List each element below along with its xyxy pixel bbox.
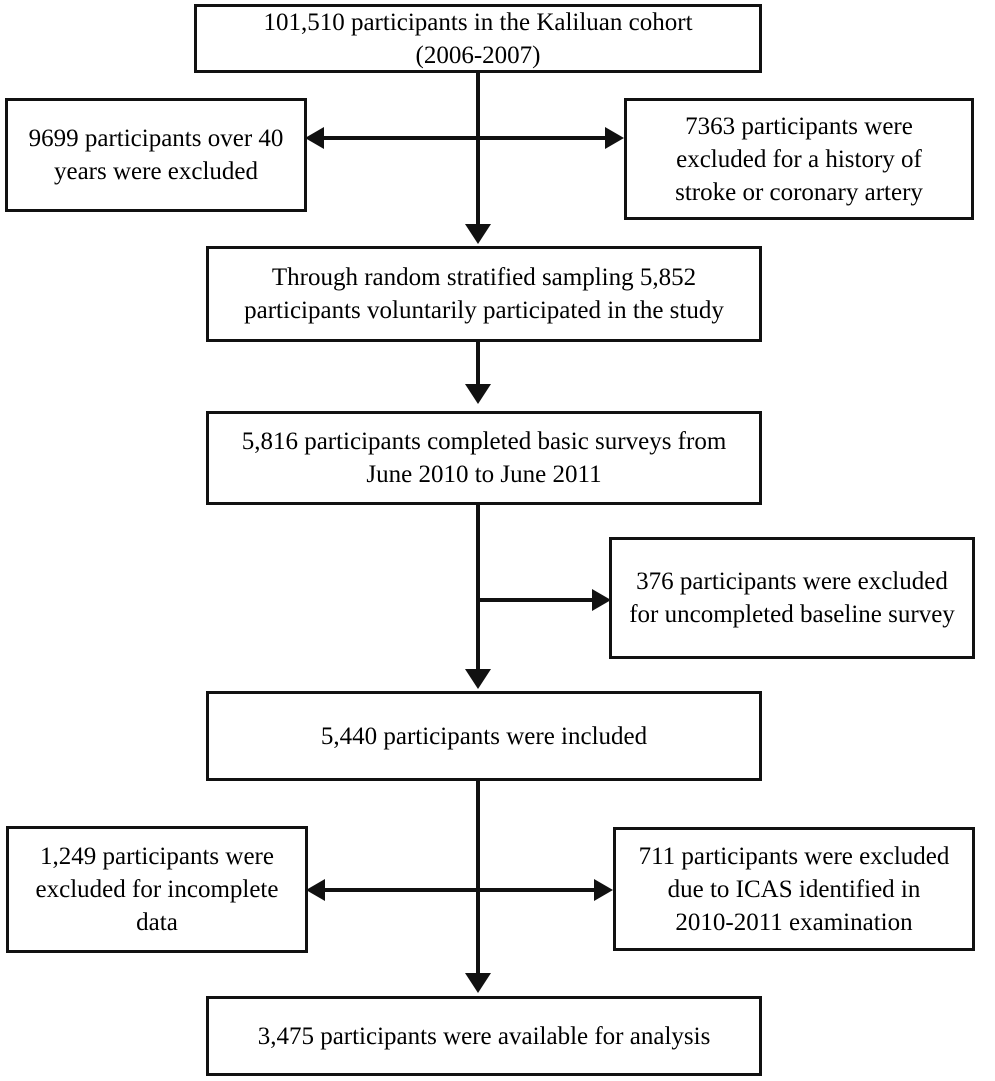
arrowhead-right-exclusions-row-2 bbox=[594, 879, 613, 901]
connector-basic-surveys-to-included bbox=[476, 505, 480, 673]
arrowhead-branch-to-excluded-baseline bbox=[592, 589, 611, 611]
arrowhead-left-exclusions-row-1 bbox=[305, 127, 324, 149]
connector-cohort-to-sampled bbox=[476, 73, 480, 228]
connector-exclusions-row-1 bbox=[316, 136, 616, 140]
node-excluded-history-line-1: 7363 participants were bbox=[685, 112, 913, 140]
node-cohort-line-1: 101,510 participants in the Kaliluan coh… bbox=[263, 8, 693, 36]
node-excluded-age-line-2: years were excluded bbox=[53, 158, 259, 185]
node-excluded-icas-line-1: 711 participants were excluded bbox=[638, 842, 950, 870]
arrowhead-left-exclusions-row-2 bbox=[306, 879, 325, 901]
node-excluded-baseline-line-2: for uncompleted baseline survey bbox=[629, 601, 955, 628]
node-excluded-history-line-3: stroke or coronary artery bbox=[675, 178, 923, 206]
node-excluded-icas: 711 participants were excluded due to IC… bbox=[613, 827, 975, 951]
node-analysis-line-1: 3,475 participants were available for an… bbox=[257, 1022, 711, 1050]
node-excluded-baseline: 376 participants were excluded for uncom… bbox=[609, 537, 975, 659]
node-sampled: Through random stratified sampling 5,852… bbox=[206, 246, 762, 342]
node-excluded-age-line-1: 9699 participants over 40 bbox=[28, 125, 284, 152]
connector-included-to-analysis bbox=[476, 781, 480, 977]
connector-exclusions-row-2 bbox=[317, 888, 605, 892]
node-included: 5,440 participants were included bbox=[206, 691, 762, 781]
node-analysis: 3,475 participants were available for an… bbox=[206, 996, 762, 1076]
node-excluded-history-line-2: excluded for a history of bbox=[676, 145, 922, 173]
connector-branch-to-excluded-baseline bbox=[478, 598, 600, 602]
node-excluded-history: 7363 participants were excluded for a hi… bbox=[624, 98, 974, 220]
node-excluded-icas-line-3: 2010-2011 examination bbox=[675, 908, 913, 936]
node-included-line-1: 5,440 participants were included bbox=[320, 722, 648, 750]
node-excluded-baseline-line-1: 376 participants were excluded bbox=[636, 568, 948, 595]
node-excluded-incomplete-line-1: 1,249 participants were bbox=[40, 843, 274, 870]
node-excluded-icas-line-2: due to ICAS identified in bbox=[667, 875, 921, 903]
arrowhead-cohort-to-sampled bbox=[465, 224, 491, 244]
arrowhead-sampled-to-basic-surveys bbox=[465, 384, 491, 404]
node-excluded-age: 9699 participants over 40 years were exc… bbox=[5, 98, 307, 212]
node-excluded-incomplete: 1,249 participants were excluded for inc… bbox=[6, 826, 308, 953]
node-sampled-line-1: Through random stratified sampling 5,852 bbox=[271, 264, 697, 291]
node-sampled-line-2: participants voluntarily participated in… bbox=[244, 297, 724, 324]
connector-sampled-to-basic-surveys bbox=[476, 342, 480, 388]
arrowhead-right-exclusions-row-1 bbox=[605, 127, 624, 149]
node-cohort: 101,510 participants in the Kaliluan coh… bbox=[194, 4, 762, 73]
node-excluded-incomplete-line-2: excluded for incomplete bbox=[35, 876, 279, 903]
arrowhead-included-to-analysis bbox=[465, 973, 491, 993]
node-basic-surveys-line-1: 5,816 participants completed basic surve… bbox=[241, 428, 727, 455]
node-excluded-incomplete-line-3: data bbox=[136, 909, 178, 936]
node-basic-surveys: 5,816 participants completed basic surve… bbox=[206, 411, 762, 505]
node-basic-surveys-line-2: June 2010 to June 2011 bbox=[366, 461, 602, 488]
arrowhead-basic-surveys-to-included bbox=[465, 669, 491, 689]
node-cohort-line-2: (2006-2007) bbox=[415, 41, 541, 69]
